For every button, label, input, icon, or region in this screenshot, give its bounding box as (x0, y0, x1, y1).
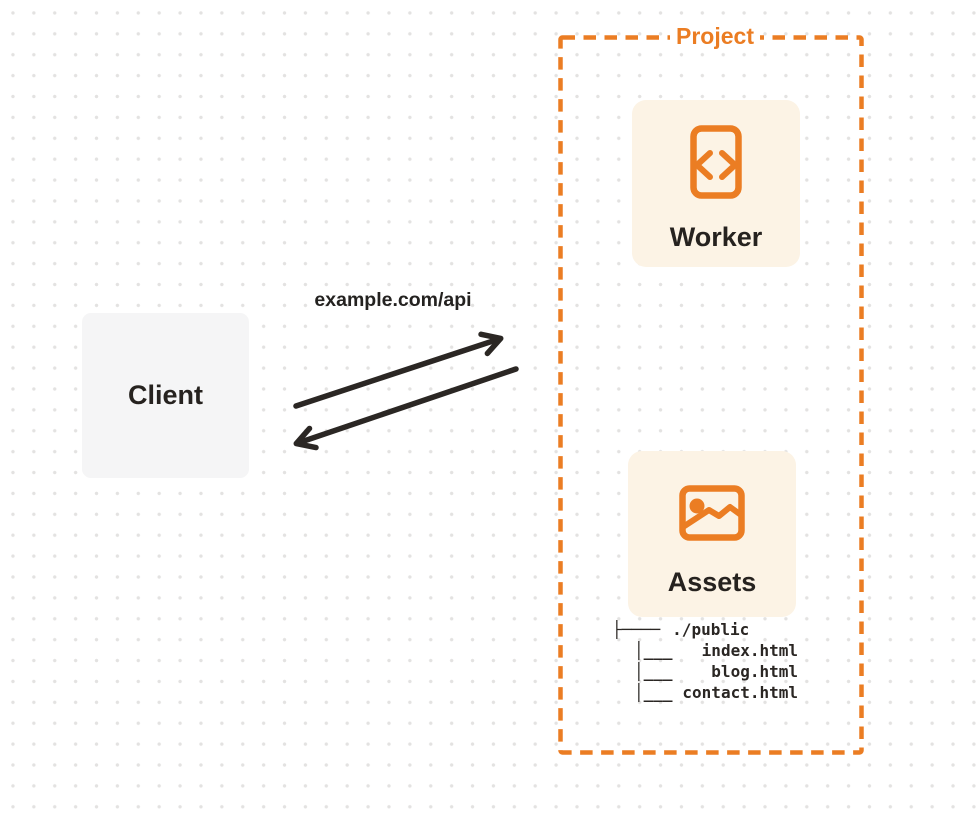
tree-entry-name: blog.html (711, 662, 798, 681)
tree-branch-glyph: │___ (634, 683, 673, 702)
tree-row-blog: │___ blog.html (612, 661, 798, 682)
image-icon (679, 485, 745, 541)
file-tree: ├──── ./public │___ index.html │___ blog… (612, 619, 798, 703)
tree-branch-glyph: │___ (634, 662, 673, 681)
tree-row-index: │___ index.html (612, 640, 798, 661)
worker-label: Worker (669, 222, 763, 252)
tree-row-public: ├──── ./public (612, 619, 798, 640)
tree-branch-glyph: │___ (634, 641, 673, 660)
tree-row-contact: │___ contact.html (612, 682, 798, 703)
code-file-icon (690, 125, 742, 199)
client-node: Client (82, 313, 249, 478)
tree-entry-name: ./public (672, 620, 750, 639)
tree-entry-name: contact.html (682, 683, 798, 702)
project-group-label: Project (670, 21, 760, 52)
assets-node: Assets (628, 451, 796, 617)
tree-branch-glyph: ├──── (612, 620, 661, 639)
response-arrow (293, 366, 519, 451)
request-arrow (293, 331, 504, 409)
assets-label: Assets (667, 567, 757, 597)
worker-node: Worker (632, 100, 800, 267)
request-url-label: example.com/api (314, 289, 472, 311)
client-label: Client (127, 380, 203, 410)
tree-entry-name: index.html (701, 641, 798, 660)
